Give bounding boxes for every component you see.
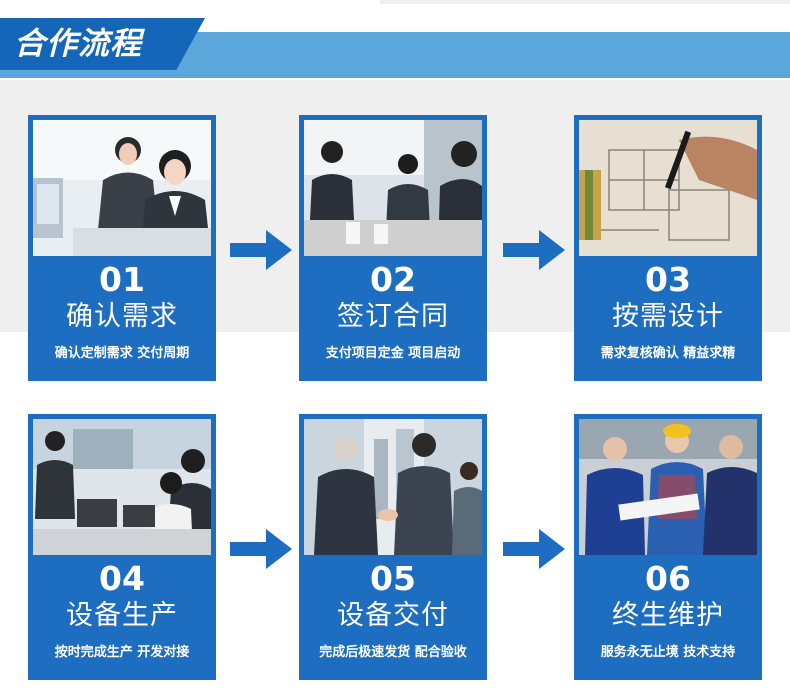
step-card-3: 03 按需设计 需求复核确认 精益求精 xyxy=(574,115,762,381)
step-number: 02 xyxy=(370,260,416,299)
step-number: 05 xyxy=(370,559,416,598)
step-number: 03 xyxy=(645,260,691,299)
step-subtitle: 支付项目定金 项目启动 xyxy=(325,346,461,361)
step-subtitle: 确认定制需求 交付周期 xyxy=(54,346,190,361)
blueprint-design-photo xyxy=(579,120,757,256)
step-title: 按需设计 xyxy=(612,301,724,332)
header-tab xyxy=(0,18,205,70)
business-meeting-photo xyxy=(304,120,482,256)
customer-service-photo xyxy=(33,120,211,256)
top-divider-line xyxy=(380,0,790,4)
step-title: 确认需求 xyxy=(66,301,178,332)
step-card-1: 01 确认需求 确认定制需求 交付周期 xyxy=(28,115,216,381)
step-number: 01 xyxy=(99,260,145,299)
step-card-2: 02 签订合同 支付项目定金 项目启动 xyxy=(299,115,487,381)
step-subtitle: 服务永无止境 技术支持 xyxy=(600,645,736,660)
step-subtitle: 完成后极速发货 配合验收 xyxy=(319,645,467,660)
step-card-5: 05 设备交付 完成后极速发货 配合验收 xyxy=(299,414,487,680)
factory-workers-photo xyxy=(579,419,757,555)
right-arrow-icon xyxy=(230,228,292,272)
right-arrow-icon xyxy=(503,527,565,571)
step-title: 终生维护 xyxy=(612,600,724,631)
handshake-photo xyxy=(304,419,482,555)
right-arrow-icon xyxy=(230,527,292,571)
step-title: 设备生产 xyxy=(66,600,178,631)
step-number: 04 xyxy=(99,559,145,598)
step-card-6: 06 终生维护 服务永无止境 技术支持 xyxy=(574,414,762,680)
section-title: 合作流程 xyxy=(14,26,142,62)
right-arrow-icon xyxy=(503,228,565,272)
step-number: 06 xyxy=(645,559,691,598)
office-work-photo xyxy=(33,419,211,555)
step-title: 签订合同 xyxy=(337,301,449,332)
step-card-4: 04 设备生产 按时完成生产 开发对接 xyxy=(28,414,216,680)
step-subtitle: 按时完成生产 开发对接 xyxy=(54,645,190,660)
step-subtitle: 需求复核确认 精益求精 xyxy=(600,346,736,361)
step-title: 设备交付 xyxy=(337,600,449,631)
